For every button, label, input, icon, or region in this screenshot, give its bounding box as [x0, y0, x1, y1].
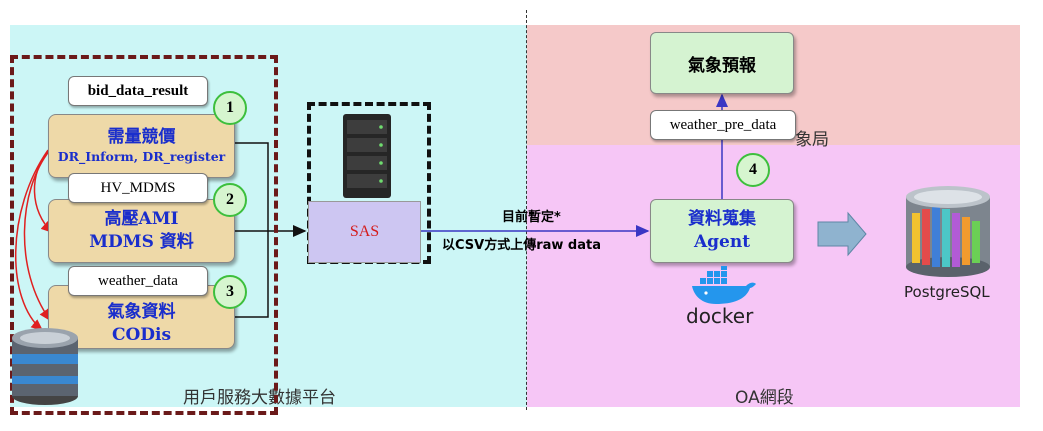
step-badge: 1	[213, 91, 247, 125]
docker-label: docker	[686, 304, 754, 328]
connector-line	[14, 149, 49, 331]
server-rack-icon	[343, 114, 391, 198]
source-subtitle: DR_Inform, DR_register	[57, 149, 226, 164]
big-arrow-icon	[817, 211, 867, 257]
step-badge: 3	[213, 275, 247, 309]
source-subtitle: MDMS 資料	[89, 232, 194, 252]
tag-weather-pre-data: weather_pre_data	[650, 110, 796, 140]
transfer-note-line2: 以CSV方式上傳raw data	[442, 238, 601, 253]
step-badge: 2	[213, 183, 247, 217]
source-card-hv-ami: 高壓AMI MDMS 資料	[48, 199, 235, 263]
postgresql-label: PostgreSQL	[904, 283, 990, 301]
agent-node: 資料蒐集 Agent	[650, 199, 794, 263]
connector-line	[235, 142, 269, 231]
weather-forecast-node: 氣象預報	[650, 32, 794, 94]
source-subtitle: CODis	[111, 325, 172, 345]
database-cylinder-icon	[12, 328, 78, 405]
docker-whale-icon	[692, 266, 756, 304]
platform-zone-label: 用戶服務大數據平台	[183, 388, 336, 408]
weather-forecast-label: 氣象預報	[688, 55, 756, 76]
platform-boundary	[10, 55, 278, 415]
postgresql-database-icon	[906, 186, 990, 277]
tag-bid-data-result: bid_data_result	[68, 76, 208, 106]
connector-line	[235, 231, 269, 318]
oa-network-zone-label: OA網段	[735, 388, 794, 408]
sas-node: SAS	[308, 201, 421, 263]
tag-hv-mdms: HV_MDMS	[68, 173, 208, 203]
source-title: 高壓AMI	[104, 209, 179, 229]
transfer-note-line1: 目前暫定*	[502, 210, 561, 225]
step-badge: 4	[736, 153, 770, 187]
weather-bureau-zone-label: 象局	[795, 130, 829, 150]
agent-label-line2: Agent	[693, 232, 751, 252]
tag-weather-data: weather_data	[68, 266, 208, 296]
source-title: 需量競價	[107, 127, 176, 147]
source-card-demand-bidding: 需量競價 DR_Inform, DR_register	[48, 114, 235, 178]
zone-divider	[526, 10, 527, 410]
source-title: 氣象資料	[107, 302, 176, 322]
agent-label-line1: 資料蒐集	[688, 209, 756, 229]
connector-line	[23, 149, 51, 322]
